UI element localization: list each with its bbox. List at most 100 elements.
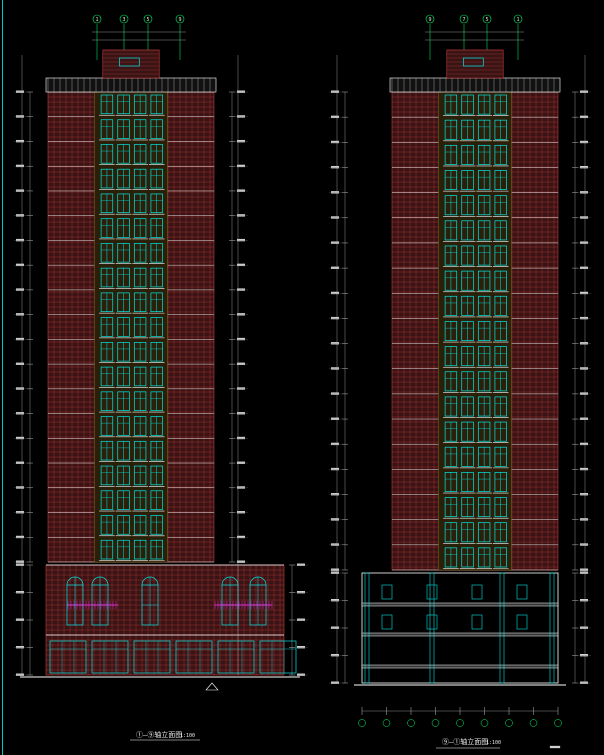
axis-label: 5: [485, 17, 488, 23]
elevation-mark: [237, 238, 245, 242]
roof-window: [463, 57, 484, 67]
shopfront-window: [49, 640, 87, 674]
axis-bubble: [175, 14, 185, 24]
elevation-mark: [16, 337, 24, 341]
parapet: [45, 77, 217, 93]
elevation-mark: [580, 115, 588, 119]
elevation-mark: [16, 189, 24, 192]
elevation-mark: [297, 591, 305, 594]
elevation-mark: [16, 263, 24, 267]
axis-label: 7: [462, 17, 465, 23]
elevation-mark: [331, 571, 339, 574]
elevation-mark: [16, 387, 24, 390]
elevation-mark: [16, 139, 24, 143]
elevation-mark: [237, 337, 245, 341]
elevation-mark: [331, 115, 339, 119]
elevation-mark: [331, 216, 339, 219]
right-elevation-scale: 1:100: [486, 740, 501, 746]
elevation-mark: [580, 241, 588, 244]
elevation-mark: [331, 442, 339, 446]
axis-bubble: [358, 719, 366, 727]
column: [429, 572, 435, 684]
elevation-mark: [580, 316, 588, 320]
elevation-mark: [237, 560, 245, 563]
elevation-mark: [580, 571, 588, 574]
column: [549, 572, 555, 684]
column: [499, 572, 505, 684]
axis-label: 1: [516, 17, 519, 23]
podium-section: [361, 572, 559, 684]
elevation-mark: [580, 442, 588, 446]
elevation-mark: [16, 461, 24, 464]
elevation-mark: [331, 493, 339, 496]
shopfront-window: [217, 640, 255, 674]
elevation-mark: [331, 140, 339, 144]
elevation-mark: [237, 511, 245, 514]
elevation-mark: [331, 266, 339, 270]
elevation-mark: [331, 681, 339, 684]
elevation-mark: [580, 493, 588, 496]
column: [364, 572, 370, 684]
elevation-mark: [580, 654, 588, 657]
elevation-mark: [331, 568, 339, 571]
elevation-mark: [16, 313, 24, 316]
elevation-mark: [237, 436, 245, 440]
axis-bubble: [482, 14, 492, 24]
scale-bar: [549, 745, 561, 749]
elevation-mark: [237, 139, 245, 143]
elevation-mark: [580, 216, 588, 219]
section-window: [381, 614, 393, 630]
elevation-mark: [331, 518, 339, 521]
floor-slab: [361, 602, 559, 607]
axis-bubble: [459, 14, 469, 24]
elevation-mark: [237, 387, 245, 390]
elevation-mark: [580, 599, 588, 602]
level-datum-symbol: [205, 682, 219, 691]
elevation-mark: [237, 214, 245, 217]
elevation-mark: [331, 291, 339, 295]
elevation-mark: [580, 626, 588, 629]
axis-bubble: [529, 719, 538, 727]
elevation-mark: [16, 511, 24, 514]
elevation-mark: [16, 560, 24, 563]
elevation-mark: [331, 191, 339, 194]
elevation-mark: [16, 436, 24, 440]
axis-bubble: [456, 719, 464, 727]
elevation-mark: [580, 140, 588, 144]
left-elevation: [14, 24, 308, 741]
elevation-mark: [331, 654, 339, 657]
elevation-mark: [580, 165, 588, 169]
right-elevation-title: ⑨—①轴立面图: [442, 737, 488, 746]
recessed-bay: [94, 91, 168, 563]
elevation-mark: [580, 518, 588, 521]
elevation-mark: [297, 618, 305, 621]
elevation-mark: [331, 367, 339, 370]
elevation-mark: [16, 673, 24, 676]
elevation-mark: [331, 90, 339, 93]
elevation-mark: [580, 266, 588, 270]
roof-window: [119, 57, 140, 67]
elevation-mark: [237, 288, 245, 291]
right-top-axis-labels: 9 7 5 1: [425, 14, 523, 24]
elevation-mark: [16, 535, 24, 539]
elevation-mark: [16, 288, 24, 291]
elevation-mark: [580, 467, 588, 471]
section-window: [471, 584, 483, 600]
elevation-mark: [331, 241, 339, 244]
elevation-mark: [580, 342, 588, 345]
elevation-mark: [237, 263, 245, 267]
elevation-mark: [297, 673, 305, 676]
elevation-mark: [331, 316, 339, 320]
elevation-mark: [237, 164, 245, 168]
elevation-mark: [16, 563, 24, 566]
floor-slab: [361, 632, 559, 637]
section-window: [516, 614, 528, 630]
elevation-mark: [16, 115, 24, 118]
axis-bubble: [513, 14, 523, 24]
elevation-mark: [237, 486, 245, 489]
axis-bubble: [143, 14, 153, 24]
axis-label: 5: [146, 17, 149, 23]
left-elevation-scale: 1:100: [180, 733, 195, 739]
axis-bubble: [407, 719, 415, 727]
